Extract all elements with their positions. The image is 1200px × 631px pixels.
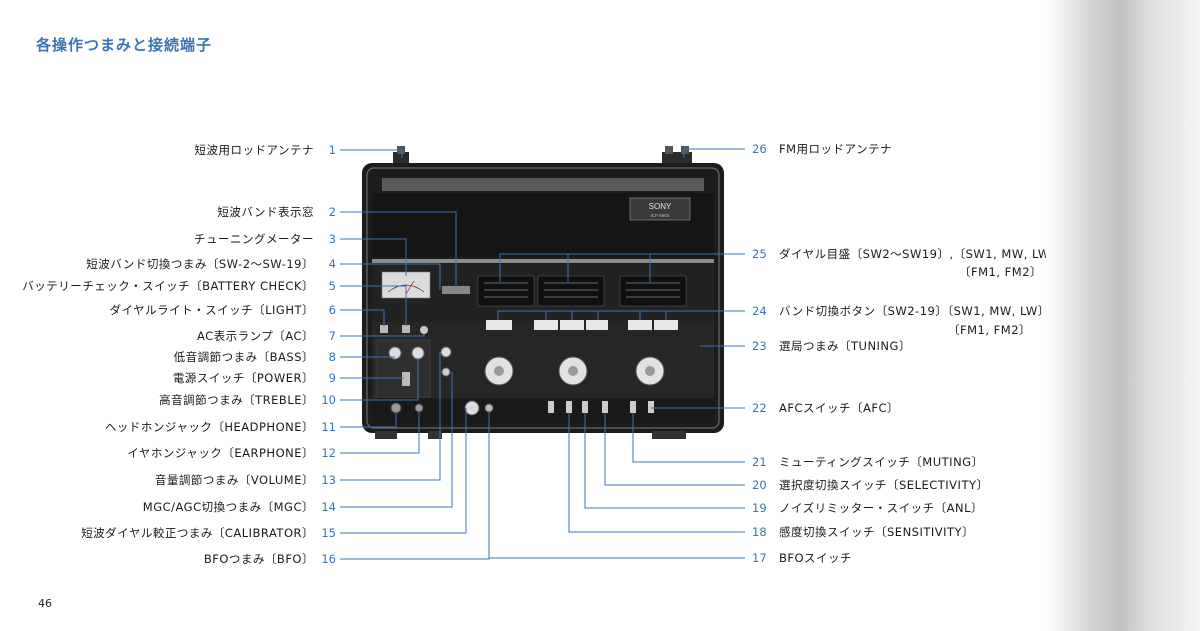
callout-label-17: BFOスイッチ	[779, 551, 853, 565]
callout-number-21: 21	[752, 455, 767, 469]
callout-label-5: バッテリーチェック・スイッチ〔BATTERY CHECK〕	[22, 279, 314, 293]
dial-scale-fm	[619, 275, 687, 307]
callout-label-21: ミューティングスイッチ〔MUTING〕	[779, 455, 984, 469]
callout-number-11: 11	[321, 420, 336, 434]
light-switch[interactable]	[380, 325, 388, 333]
callout-number-23: 23	[752, 339, 767, 353]
brand-logo: SONY	[649, 202, 672, 211]
callout-label-26: FM用ロッドアンテナ	[779, 142, 893, 156]
callout-label-12: イヤホンジャック〔EARPHONE〕	[127, 446, 314, 460]
callout-label-14: MGC/AGC切換つまみ〔MGC〕	[142, 500, 314, 514]
callout-label-25-line2: 〔FM1, FM2〕	[959, 265, 1043, 279]
callout-number-12: 12	[321, 446, 336, 460]
callout-number-25: 25	[752, 247, 767, 261]
earphone-jack[interactable]	[414, 403, 424, 413]
callout-label-19: ノイズリミッター・スイッチ〔ANL〕	[779, 501, 984, 515]
callout-label-20: 選択度切換スイッチ〔SELECTIVITY〕	[779, 478, 989, 492]
callout-number-15: 15	[321, 526, 336, 540]
callout-label-3: チューニングメーター	[194, 232, 314, 246]
callout-label-6: ダイヤルライト・スイッチ〔LIGHT〕	[109, 303, 314, 317]
page-number: 46	[38, 597, 52, 610]
callout-number-26: 26	[752, 142, 767, 156]
callout-number-24: 24	[752, 304, 767, 318]
callout-label-25: ダイヤル目盛〔SW2〜SW19〕,〔SW1, MW, LW〕,	[779, 247, 1066, 261]
callout-number-16: 16	[321, 552, 336, 566]
callout-label-18: 感度切換スイッチ〔SENSITIVITY〕	[779, 525, 975, 539]
callout-label-22: AFCスイッチ〔AFC〕	[779, 401, 900, 415]
sw-rod-antenna	[393, 146, 409, 164]
band-buttons[interactable]	[486, 320, 678, 330]
callout-number-14: 14	[321, 500, 336, 514]
callout-number-19: 19	[752, 501, 767, 515]
callout-number-4: 4	[328, 257, 336, 271]
callout-label-9: 電源スイッチ〔POWER〕	[172, 371, 314, 385]
callout-number-10: 10	[321, 393, 336, 407]
power-switch[interactable]	[402, 372, 410, 386]
treble-knob[interactable]	[411, 346, 425, 360]
callout-number-3: 3	[328, 232, 336, 246]
leader-lines-right	[489, 148, 745, 559]
mgc-knob[interactable]	[441, 367, 451, 377]
callout-number-18: 18	[752, 525, 767, 539]
callout-number-13: 13	[321, 473, 336, 487]
dial-scale-sw	[477, 275, 535, 307]
callout-number-22: 22	[752, 401, 767, 415]
callout-label-10: 高音調節つまみ〔TREBLE〕	[159, 393, 314, 407]
callout-label-23: 選局つまみ〔TUNING〕	[779, 339, 911, 353]
model-label: ICF-5900	[651, 213, 670, 218]
bass-knob[interactable]	[388, 346, 402, 360]
bfo-knob[interactable]	[484, 403, 494, 413]
callout-label-4: 短波バンド切換つまみ〔SW-2〜SW-19〕	[86, 257, 314, 271]
callout-label-16: BFOつまみ〔BFO〕	[203, 552, 314, 566]
callout-label-7: AC表示ランプ〔AC〕	[196, 329, 314, 343]
calibrator-knob[interactable]	[464, 400, 480, 416]
callout-label-24: バンド切換ボタン〔SW2-19〕〔SW1, MW, LW〕	[779, 304, 1050, 318]
callout-number-7: 7	[328, 329, 336, 343]
callout-label-11: ヘッドホンジャック〔HEADPHONE〕	[104, 420, 314, 434]
callout-label-24-line2: 〔FM1, FM2〕	[948, 323, 1032, 337]
callout-label-1: 短波用ロッドアンテナ	[194, 143, 314, 157]
page-gutter	[1046, 0, 1200, 631]
callout-number-1: 1	[328, 143, 336, 157]
ac-lamp	[420, 326, 428, 334]
callout-number-6: 6	[328, 303, 336, 317]
dial-scale-mw	[537, 275, 605, 307]
callout-number-9: 9	[328, 371, 336, 385]
volume-knob[interactable]	[440, 346, 452, 358]
bottom-switches[interactable]	[548, 401, 654, 413]
callout-number-5: 5	[328, 279, 336, 293]
headphone-jack[interactable]	[390, 402, 402, 414]
callout-number-17: 17	[752, 551, 767, 565]
leader-lines-left	[340, 149, 490, 560]
page-title: 各操作つまみと接続端子	[36, 36, 213, 54]
callout-label-8: 低音調節つまみ〔BASS〕	[173, 350, 314, 364]
callout-number-2: 2	[328, 205, 336, 219]
battery-check-switch[interactable]	[402, 325, 410, 333]
callout-label-13: 音量調節つまみ〔VOLUME〕	[154, 473, 314, 487]
callout-number-20: 20	[752, 478, 767, 492]
callout-number-8: 8	[328, 350, 336, 364]
callout-label-2: 短波バンド表示窓	[217, 205, 314, 219]
callout-label-15: 短波ダイヤル較正つまみ〔CALIBRATOR〕	[81, 526, 314, 540]
